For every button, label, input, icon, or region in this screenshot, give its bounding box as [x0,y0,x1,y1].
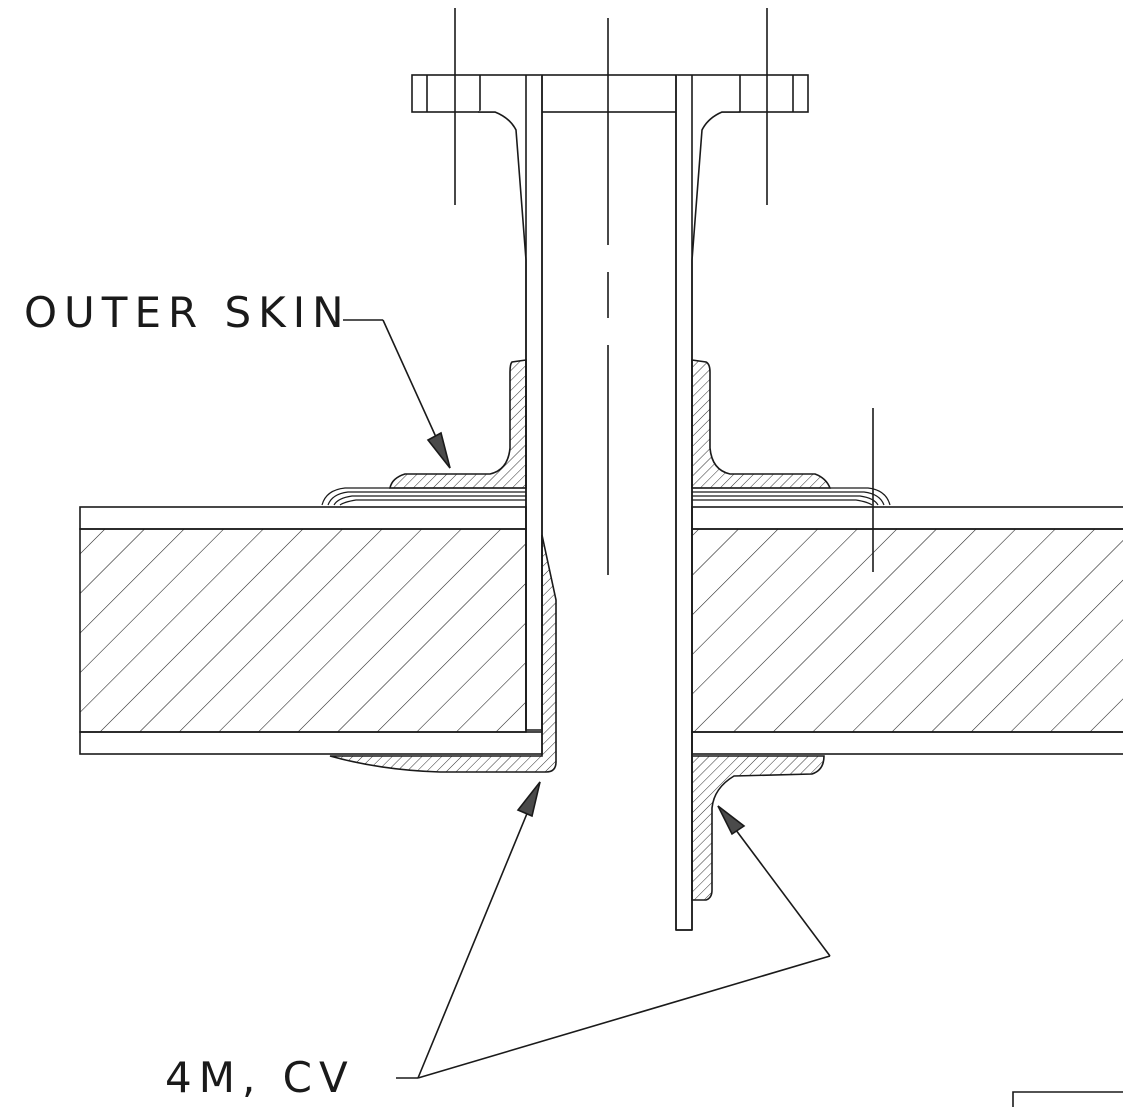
outer-skin-plies-right [692,487,891,506]
outer-skin-plies-left [321,487,526,506]
flange [411,74,809,113]
four-m-cv-label: 4M, CV [165,1053,355,1102]
pipe [525,75,693,931]
outer-skin-label: OUTER SKIN [24,288,351,337]
leader-outer-skin [343,319,451,469]
sandwich-panel-left [79,506,543,755]
sandwich-panel-right [691,506,1123,755]
leader-4m-cv [396,781,831,1079]
top-right-bonding-tab [691,359,832,489]
title-block-corner [1012,1091,1123,1107]
bottom-left-bonding-tab [329,534,557,773]
top-left-bonding-tab [389,359,527,489]
bottom-right-bonding-tab [691,754,825,901]
